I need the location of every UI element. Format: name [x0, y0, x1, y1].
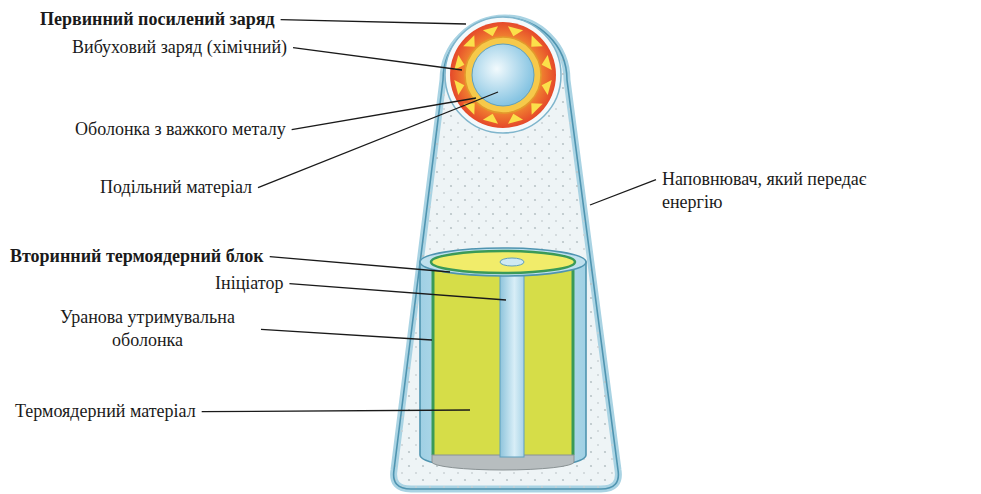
part-label: Ініціатор [215, 272, 283, 295]
tamper-top [431, 251, 575, 273]
part-label: Подільний матеріал [100, 176, 252, 199]
leader-line [281, 20, 466, 24]
implosion-arrow [542, 55, 552, 70]
leader-line [292, 98, 476, 130]
uranium-tamper [572, 262, 575, 455]
implosion-arrow [531, 103, 542, 114]
part-label: Уранова утримувальна оболонка [40, 306, 255, 353]
leader-line [258, 92, 498, 188]
leader-line [261, 329, 432, 340]
fissile-core [472, 44, 534, 106]
part-label: Наповнювач, який передає енергію [662, 168, 907, 215]
filler-texture [394, 18, 619, 489]
rod-top [500, 258, 524, 266]
explosive-charge [450, 22, 556, 128]
implosion-arrow [531, 35, 542, 46]
implosion-arrow [542, 80, 552, 95]
implosion-arrow [508, 26, 523, 36]
leader-line [590, 180, 656, 205]
part-label: Термоядерний матеріал [15, 400, 196, 423]
implosion-arrow [454, 55, 464, 70]
part-label: Оболонка з важкого металу [75, 118, 286, 141]
primary-ring [445, 17, 561, 133]
leader-line [202, 410, 470, 412]
spark-plug-rod [500, 262, 524, 457]
secondary-case [420, 262, 586, 469]
part-heading: Вторинний термоядерний блок [10, 245, 264, 268]
leader-line [289, 284, 506, 300]
implosion-arrow [508, 114, 523, 124]
part-label: Вибуховий заряд (хімічний) [72, 36, 287, 59]
implosion-arrow [483, 26, 498, 36]
uranium-tamper [432, 262, 435, 455]
implosion-arrow [463, 35, 474, 46]
implosion-arrow [483, 114, 498, 124]
heavy-metal-shell [465, 37, 541, 113]
bomb-casing [394, 18, 619, 489]
part-heading: Первинний посилений заряд [40, 8, 275, 31]
leader-line [293, 48, 462, 70]
implosion-arrows [454, 26, 551, 123]
implosion-arrow [454, 80, 464, 95]
leader-line [270, 257, 450, 272]
